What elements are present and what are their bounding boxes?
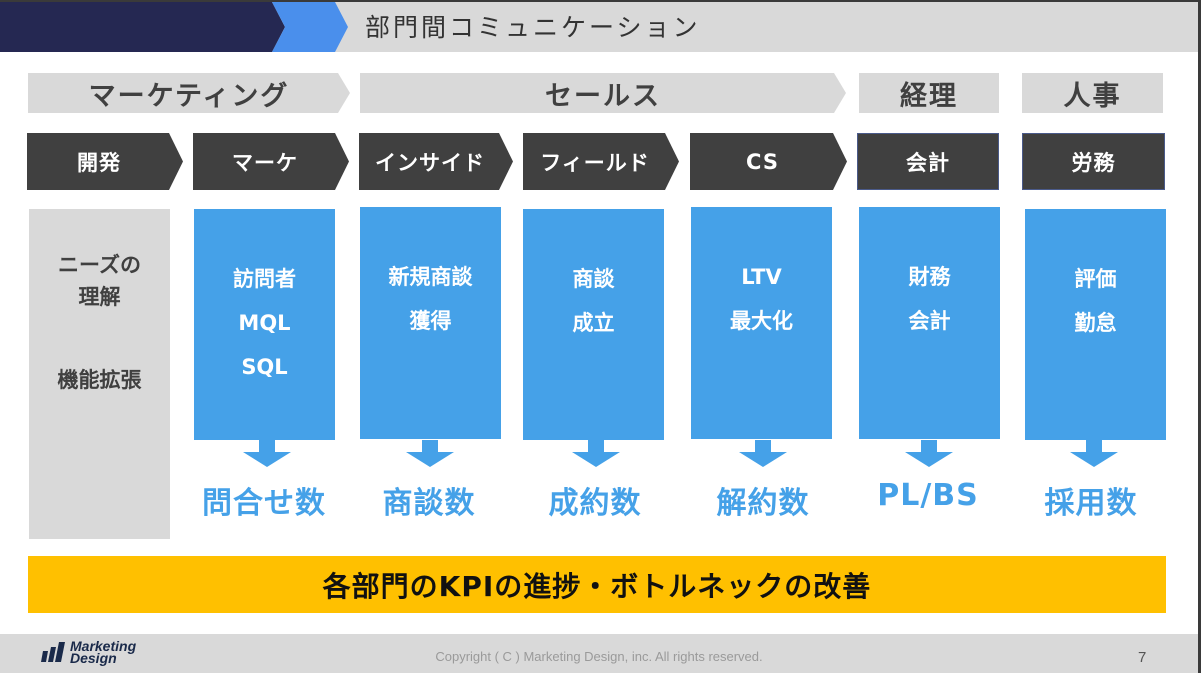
dept-labor: 労務: [1022, 133, 1165, 190]
kpi-inquiries: 問合せ数: [202, 486, 326, 521]
activity-line: 新規商談: [388, 265, 473, 289]
down-arrow-icon: [572, 440, 620, 467]
down-arrow-icon: [905, 440, 953, 467]
activity-line: LTV: [741, 265, 782, 289]
frame-border-top: [0, 0, 1201, 2]
development-needs-box: ニーズの 理解 機能拡張: [29, 209, 170, 539]
down-arrow-icon: [406, 440, 454, 467]
category-sales: セールス: [360, 73, 846, 113]
down-arrow-icon: [1070, 440, 1118, 467]
header-navy-band: [0, 2, 285, 52]
dept-development: 開発: [27, 133, 183, 190]
category-accounting: 経理: [859, 73, 999, 113]
kpi-churn: 解約数: [716, 486, 810, 521]
logo-line-2: Design: [70, 650, 117, 666]
needs-line-2: 理解: [78, 285, 121, 309]
needs-understanding: ニーズの 理解: [29, 249, 170, 313]
activity-line: 財務: [908, 265, 951, 289]
activity-block-hr: 評価 勤怠: [1025, 209, 1166, 440]
kpi-deals: 商談数: [382, 486, 476, 521]
page-number: 7: [1138, 649, 1147, 666]
header-chevron-decoration: [0, 2, 348, 52]
activity-block-marketing: 訪問者 MQL SQL: [194, 209, 335, 440]
slide-title: 部門間コミュニケーション: [365, 13, 701, 42]
kpi-contracts: 成約数: [548, 486, 642, 521]
dept-marketing: マーケ: [193, 133, 349, 190]
activity-block-field-sales: 商談 成立: [523, 209, 664, 440]
activity-line: 獲得: [409, 309, 452, 333]
dept-inside-sales: インサイド: [359, 133, 513, 190]
category-hr: 人事: [1022, 73, 1163, 113]
activity-line: 勤怠: [1074, 311, 1117, 335]
needs-feature-expansion: 機能拡張: [57, 368, 142, 392]
kpi-improvement-banner: 各部門のKPIの進捗・ボトルネックの改善: [28, 556, 1166, 613]
activity-line: 会計: [908, 309, 951, 333]
activity-line: 成立: [572, 311, 615, 335]
dept-accounting: 会計: [857, 133, 999, 190]
activity-block-inside-sales: 新規商談 獲得: [360, 207, 501, 439]
activity-line: MQL: [238, 311, 291, 335]
activity-block-cs: LTV 最大化: [691, 207, 832, 439]
kpi-pl-bs: PL/BS: [877, 478, 979, 513]
dept-cs: CS: [690, 133, 847, 190]
copyright-text: Copyright ( C ) Marketing Design, inc. A…: [435, 649, 763, 664]
down-arrow-icon: [243, 440, 291, 467]
activity-block-accounting: 財務 会計: [859, 207, 1000, 439]
header-blue-chevron: [272, 2, 348, 52]
logo-line-1: Marketing: [70, 638, 137, 654]
marketing-design-logo: Marketing Design: [40, 638, 137, 666]
slide-header: 部門間コミュニケーション: [0, 2, 1198, 52]
activity-line: 訪問者: [233, 267, 296, 291]
bar-chart-logo-icon: [41, 642, 65, 662]
activity-line: 評価: [1074, 267, 1117, 291]
activity-line: 商談: [572, 267, 615, 291]
activity-line: SQL: [241, 355, 288, 379]
dept-field-sales: フィールド: [523, 133, 679, 190]
slide-footer: Marketing Design Copyright ( C ) Marketi…: [0, 634, 1198, 673]
category-marketing: マーケティング: [28, 73, 350, 113]
kpi-hires: 採用数: [1044, 486, 1138, 521]
activity-line: 最大化: [730, 309, 793, 333]
needs-line-1: ニーズの: [58, 253, 141, 277]
down-arrow-icon: [739, 440, 787, 467]
frame-border-right: [1198, 0, 1201, 673]
